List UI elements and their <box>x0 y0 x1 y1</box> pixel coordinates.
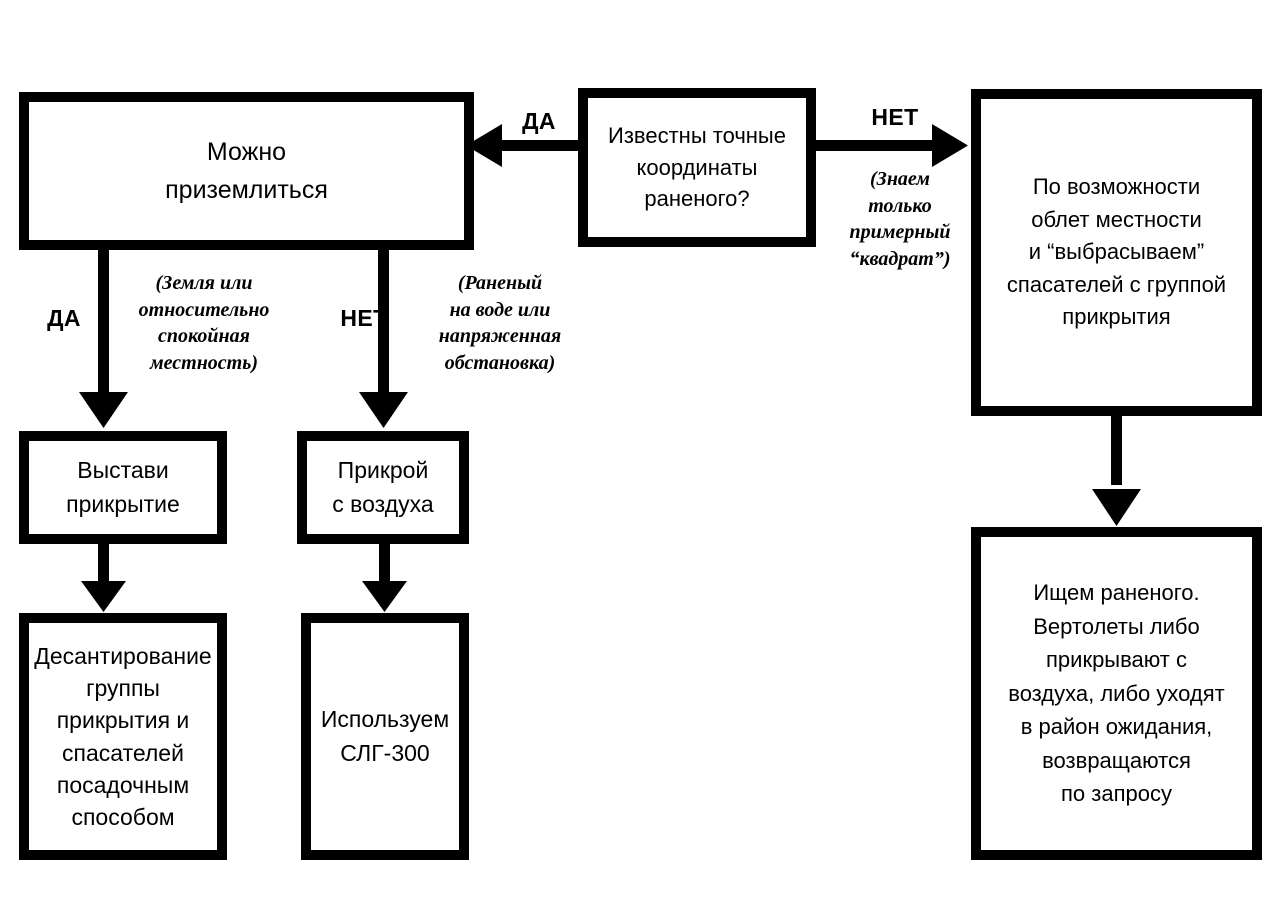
node-set-cover-label: Выстави прикрытие <box>66 457 180 517</box>
node-question-coordinates-known[interactable]: Известны точные координаты раненого? <box>578 88 816 247</box>
node-landing-drop[interactable]: Десантирование группы прикрытия и спасат… <box>19 613 227 860</box>
node-overflight-and-drop[interactable]: По возможности облет местности и “выбрас… <box>971 89 1262 416</box>
node-set-cover[interactable]: Выстави прикрытие <box>19 431 227 544</box>
edge-label-yes-top: ДА <box>522 108 556 134</box>
node-overflight-label: По возможности облет местности и “выбрас… <box>1006 174 1227 330</box>
edge-air-cover-to-use-slg <box>362 541 407 612</box>
node-landing-drop-label: Десантирование группы прикрытия и спасат… <box>34 642 212 830</box>
edge-label-no-top: НЕТ <box>871 104 919 130</box>
node-search-wounded-label: Ищем раненого. Вертолеты либо прикрывают… <box>1008 580 1225 807</box>
node-can-land[interactable]: Можно приземлиться <box>19 92 474 250</box>
node-can-land-label: Можно приземлиться <box>165 138 328 204</box>
edge-set-cover-to-landing-drop <box>81 541 126 612</box>
note-approximate-square: (Знаем только примерный “квадрат”) <box>849 168 951 270</box>
node-air-cover-label: Прикрой с воздуха <box>332 457 434 517</box>
note-wounded-on-water: (Раненый на воде или напряженная обстано… <box>438 272 562 374</box>
node-question-label: Известны точные координаты раненого? <box>608 122 786 212</box>
edge-label-yes-left: ДА <box>47 305 81 331</box>
edge-can-land-to-set-cover <box>79 246 128 428</box>
edge-label-no-middle: НЕТ <box>340 305 388 331</box>
node-search-wounded[interactable]: Ищем раненого. Вертолеты либо прикрывают… <box>971 527 1262 860</box>
node-use-slg-300[interactable]: Используем СЛГ-300 <box>301 613 469 860</box>
note-ground-or-calm-terrain: (Земля или относительно спокойная местно… <box>138 272 270 374</box>
node-air-cover[interactable]: Прикрой с воздуха <box>297 431 469 544</box>
node-use-slg-300-label: Используем СЛГ-300 <box>320 706 450 766</box>
edge-overflight-to-search <box>1092 412 1141 526</box>
edge-can-land-to-air-cover <box>359 246 408 428</box>
